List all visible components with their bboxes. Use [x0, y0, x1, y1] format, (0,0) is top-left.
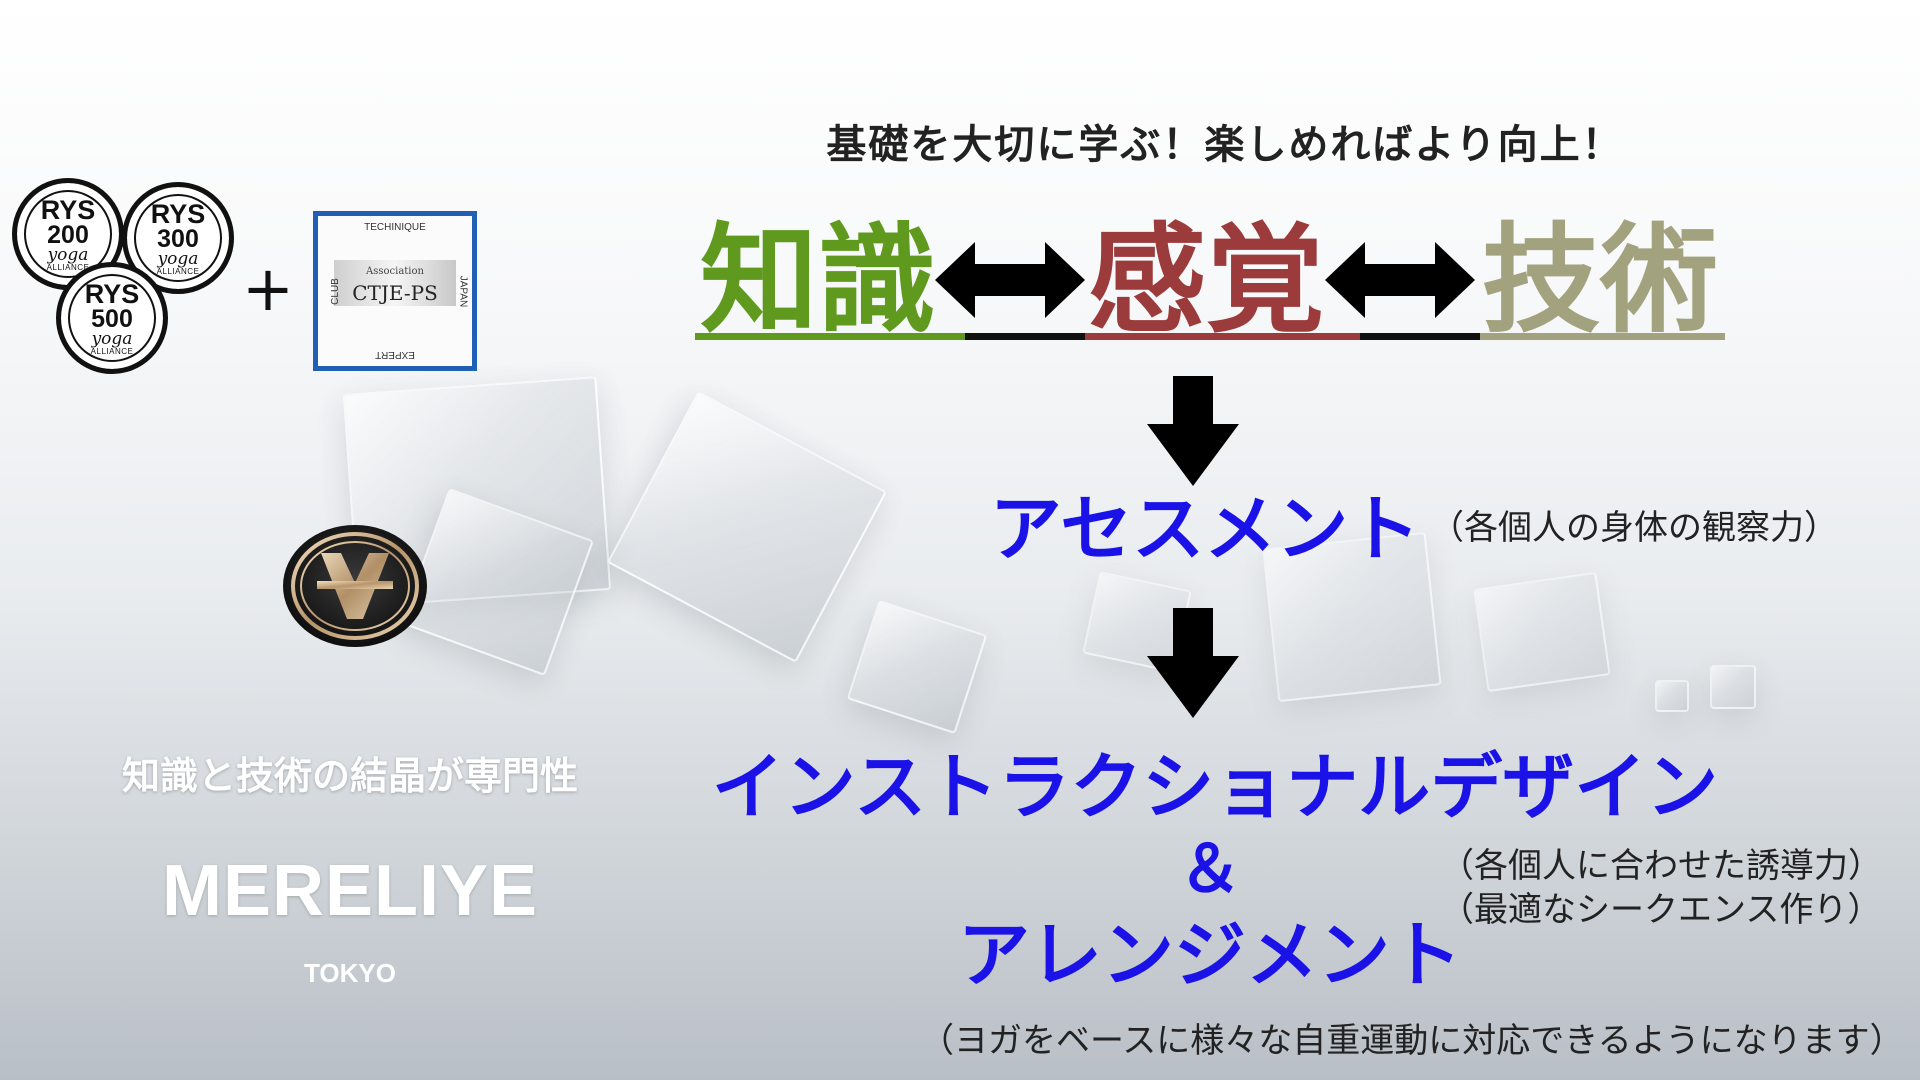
design-note-2: （最適なシークエンス作り） [1440, 890, 1882, 930]
glass-cube [1710, 665, 1756, 709]
design-note-1: （各個人に合わせた誘導力） [1440, 846, 1882, 886]
ampersand: ＆ [1178, 833, 1242, 907]
brand-name: MERELIYE [161, 851, 539, 931]
double-arrow-icon [935, 242, 1085, 318]
ctje-association-text: Association [366, 266, 424, 277]
glass-cube [846, 599, 988, 735]
brand-city: TOKYO [304, 958, 396, 988]
ctje-top-text: TECHINIQUE [364, 222, 426, 233]
arrangement-title: アレンジメント [957, 913, 1462, 997]
ctje-plate [334, 260, 456, 306]
badge-number: 200 [47, 220, 89, 249]
ctje-right-text: JAPAN [456, 275, 468, 308]
glass-cube [606, 391, 888, 663]
glass-cube [1655, 680, 1689, 712]
rys-500-badge: RYS 500 yoga ALLIANCE [56, 262, 168, 374]
glass-cube [1473, 571, 1611, 693]
assessment-title: アセスメント [989, 487, 1421, 571]
ctje-left-text: CLUB [329, 278, 341, 305]
ctje-bottom-text: EXPERT [375, 349, 415, 360]
badge-alliance-label: ALLIANCE [156, 266, 200, 276]
technique-word: 技術 [1482, 211, 1719, 349]
headline: 基礎を大切に学ぶ！楽しめればより向上！ [826, 122, 1624, 168]
badge-alliance-label: ALLIANCE [90, 346, 134, 356]
underline-knowledge [695, 333, 965, 340]
footer-note: （ヨガをベースに様々な自重運動に対応できるようになります） [920, 1021, 1904, 1061]
ctje-name: CTJE-PS [352, 281, 438, 305]
underline-arrow-1 [965, 333, 1085, 340]
badge-alliance-label: ALLIANCE [46, 262, 90, 272]
underline-arrow-2 [1360, 333, 1480, 340]
badge-yoga-label: yoga [91, 328, 133, 349]
mereliye-emblem-icon [283, 525, 427, 647]
badge-number: 500 [91, 304, 133, 333]
sense-word: 感覚 [1088, 211, 1325, 349]
badge-rys-label: RYS [40, 194, 96, 225]
badge-yoga-label: yoga [157, 248, 199, 269]
instructional-design-title: インストラクショナルデザイン [711, 745, 1719, 829]
badge-yoga-label: yoga [47, 244, 89, 265]
underline-sense [1085, 333, 1360, 340]
left-tagline: 知識と技術の結晶が専門性 [121, 753, 578, 798]
badge-rys-label: RYS [150, 198, 206, 229]
knowledge-word: 知識 [700, 211, 937, 349]
ctje-ps-logo: TECHINIQUE Association CTJE-PS CLUB JAPA… [313, 211, 477, 371]
plus-sign: + [242, 252, 294, 325]
assessment-note: （各個人の身体の観察力） [1430, 508, 1838, 548]
double-arrow-icon [1325, 242, 1475, 318]
down-arrow-icon [1147, 608, 1239, 718]
badge-number: 300 [157, 224, 199, 253]
underline-technique [1480, 333, 1725, 340]
badge-rys-label: RYS [84, 278, 140, 309]
down-arrow-icon [1147, 376, 1239, 486]
